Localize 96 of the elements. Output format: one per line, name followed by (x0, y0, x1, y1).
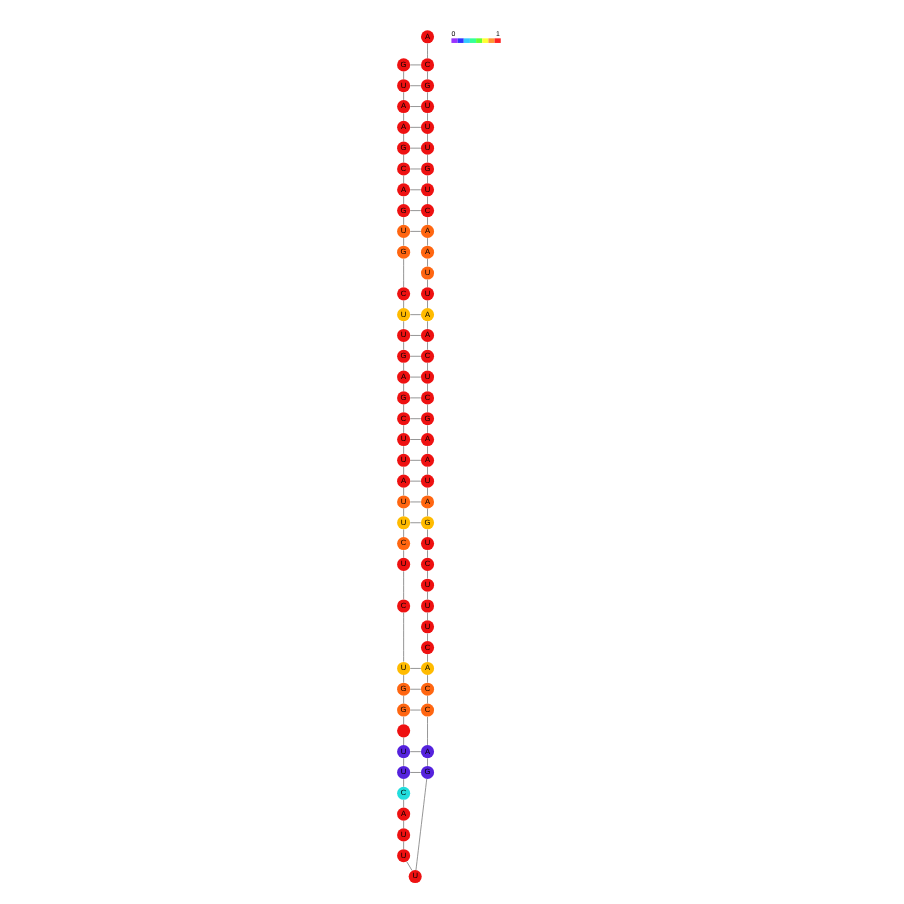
connector (403, 819, 404, 828)
connector (403, 340, 404, 350)
connector (409, 687, 422, 689)
connector (427, 278, 428, 287)
connector (403, 111, 404, 121)
connector (427, 611, 428, 620)
connector (427, 632, 428, 641)
connector (403, 611, 404, 661)
connector (403, 361, 404, 370)
connector (427, 528, 428, 537)
connector (409, 63, 422, 65)
connector (427, 174, 428, 183)
connector (427, 42, 428, 58)
connector (427, 507, 428, 516)
connector (409, 354, 422, 356)
connector (427, 382, 428, 391)
connector (427, 257, 428, 266)
connector (427, 153, 428, 162)
connector (409, 105, 422, 106)
connector (427, 569, 428, 578)
connector (406, 860, 413, 870)
connector (427, 673, 428, 682)
connector (403, 736, 404, 745)
connector (427, 236, 428, 245)
connector (427, 319, 428, 329)
connector (409, 230, 422, 231)
connector (409, 375, 422, 377)
connector (409, 188, 422, 190)
connector (403, 444, 404, 454)
connector (409, 209, 422, 210)
connector (403, 195, 404, 204)
connector (409, 667, 422, 668)
connector (403, 486, 404, 495)
connector (427, 486, 428, 495)
connector (409, 125, 422, 127)
connector (403, 777, 404, 787)
connector (403, 153, 404, 162)
connector (403, 840, 404, 849)
connector (427, 652, 428, 662)
connector (409, 146, 422, 148)
connector (409, 84, 422, 86)
connector (403, 132, 404, 141)
connector (403, 403, 404, 412)
connector (403, 299, 404, 308)
connector (409, 708, 422, 710)
connector (427, 548, 428, 558)
connector (403, 91, 404, 100)
connector (427, 91, 428, 100)
connector (403, 528, 404, 537)
connector (403, 257, 404, 287)
connector (409, 313, 422, 315)
connector (427, 403, 428, 412)
connector (403, 236, 404, 245)
connector (427, 756, 428, 766)
connector (403, 715, 404, 724)
connector (427, 132, 428, 141)
connector (403, 756, 404, 766)
connector (409, 458, 422, 460)
connector (403, 70, 404, 79)
connector (427, 423, 428, 433)
connector (427, 195, 428, 204)
connector (409, 438, 422, 439)
connector (409, 417, 422, 419)
connector (403, 174, 404, 183)
connector (403, 423, 404, 433)
connector (403, 569, 404, 599)
connector (427, 694, 428, 703)
connector (403, 548, 404, 558)
connector (409, 334, 422, 335)
connector (403, 465, 404, 474)
connector (427, 215, 428, 225)
connector (427, 111, 428, 121)
connector (427, 70, 428, 79)
connector (409, 521, 422, 523)
node-circle (397, 723, 411, 737)
connector (403, 507, 404, 516)
connector (409, 167, 422, 169)
connector (427, 299, 428, 308)
connector (409, 500, 422, 502)
connector (427, 715, 428, 745)
connector (427, 340, 428, 350)
connector (403, 673, 404, 682)
connector (409, 479, 422, 481)
connector (403, 215, 404, 225)
connector (409, 750, 422, 752)
connector (427, 361, 428, 370)
connector (427, 444, 428, 454)
connector (403, 798, 404, 807)
connector (427, 465, 428, 474)
connector (409, 771, 422, 772)
connector (415, 777, 428, 870)
connector (403, 382, 404, 391)
connector (403, 319, 404, 329)
connector (427, 590, 428, 599)
connector (409, 396, 422, 398)
connector (403, 694, 404, 703)
